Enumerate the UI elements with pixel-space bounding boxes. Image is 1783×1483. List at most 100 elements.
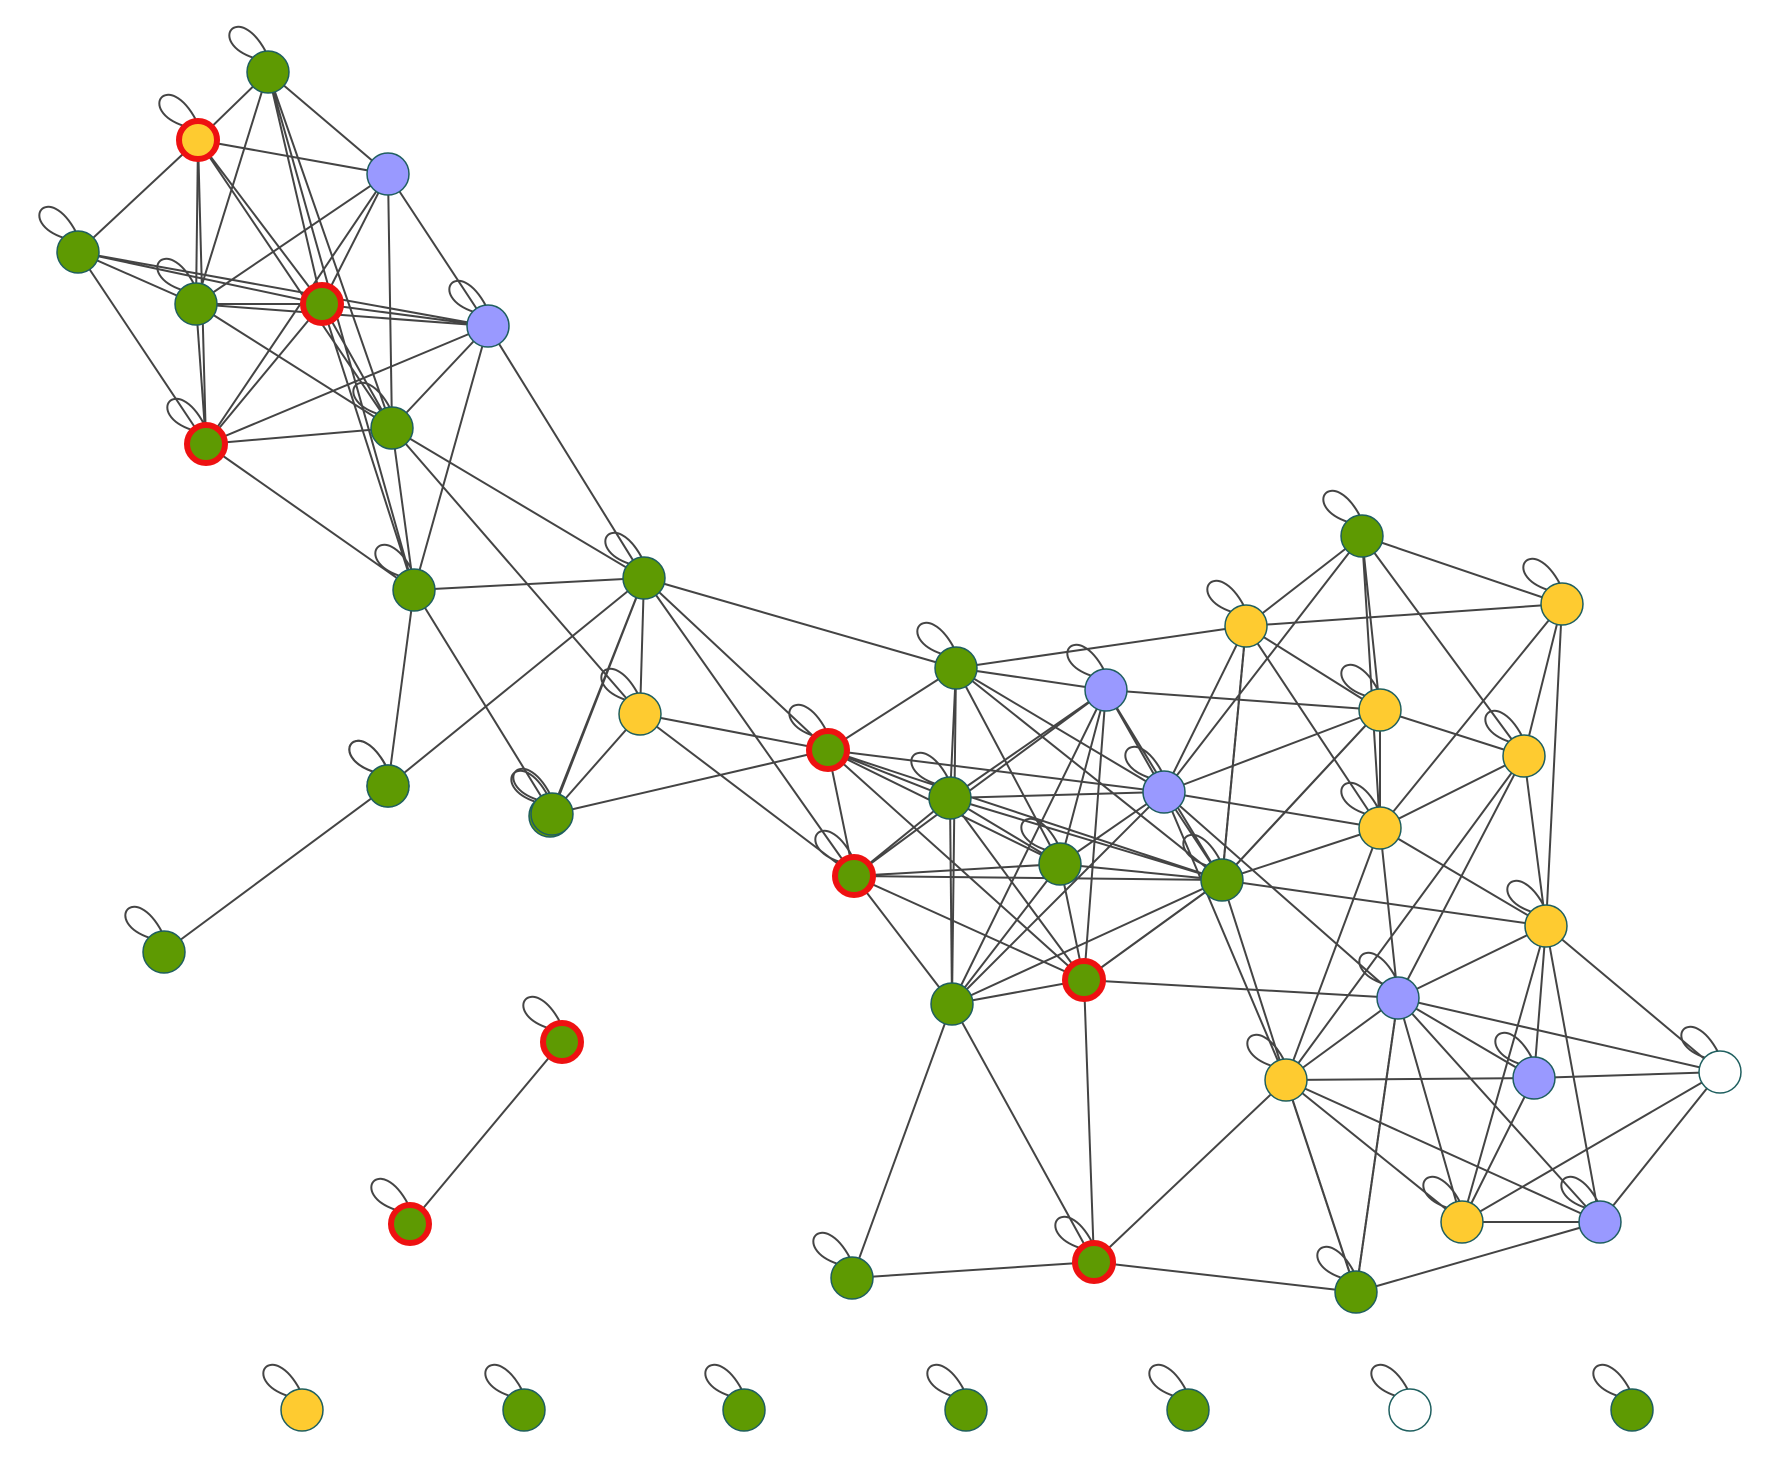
- graph-node-n7[interactable]: [466, 304, 510, 348]
- graph-node-n33[interactable]: [1502, 734, 1546, 778]
- graph-edge: [321, 303, 415, 591]
- graph-node-n27[interactable]: [1334, 1270, 1378, 1314]
- graph-edge: [205, 325, 489, 445]
- graph-node-n37[interactable]: [1512, 1056, 1556, 1100]
- graph-node-n29[interactable]: [1340, 514, 1384, 558]
- graph-edge: [1163, 791, 1381, 829]
- graph-node-n15[interactable]: [934, 646, 978, 690]
- graph-node-i4[interactable]: [944, 1388, 988, 1432]
- graph-node-n20[interactable]: [1038, 842, 1082, 886]
- self-loop-edge: [1066, 643, 1105, 677]
- graph-node-n10[interactable]: [392, 568, 436, 612]
- graph-node-i6[interactable]: [1388, 1388, 1432, 1432]
- graph-node-n38[interactable]: [1698, 1050, 1742, 1094]
- graph-node-n24[interactable]: [830, 1256, 874, 1300]
- graph-node-n8[interactable]: [184, 422, 228, 466]
- graph-node-n28[interactable]: [1224, 604, 1268, 648]
- graph-edge: [1599, 1071, 1721, 1223]
- self-loop-edge: [348, 739, 387, 773]
- graph-node-n30[interactable]: [1358, 688, 1402, 732]
- graph-node-n11[interactable]: [622, 556, 666, 600]
- graph-edge: [951, 689, 1107, 1005]
- graph-edge: [951, 979, 1085, 1005]
- self-loop-edge: [1246, 1033, 1285, 1067]
- graph-node-i7[interactable]: [1610, 1388, 1654, 1432]
- graph-node-n17[interactable]: [832, 854, 876, 898]
- graph-edge: [1379, 755, 1525, 829]
- graph-node-n26[interactable]: [1062, 958, 1106, 1002]
- graph-node-i1[interactable]: [280, 1388, 324, 1432]
- self-loop-edge: [1592, 1363, 1631, 1397]
- self-loop-edge: [1182, 833, 1221, 867]
- graph-edge: [853, 875, 1085, 981]
- graph-edge: [1397, 755, 1525, 999]
- graph-edge: [949, 797, 953, 1005]
- graph-edge: [267, 71, 323, 305]
- graph-node-n34[interactable]: [1524, 904, 1568, 948]
- self-loop-edge: [1370, 1363, 1409, 1397]
- graph-node-n39[interactable]: [1440, 1200, 1484, 1244]
- graph-edge: [413, 325, 489, 591]
- graph-edge: [1221, 625, 1247, 881]
- graph-edge: [413, 577, 645, 591]
- graph-node-n6[interactable]: [300, 282, 344, 326]
- graph-node-n35[interactable]: [1376, 976, 1420, 1020]
- graph-node-n32[interactable]: [1540, 582, 1584, 626]
- graph-node-i3[interactable]: [722, 1388, 766, 1432]
- graph-edge: [77, 251, 489, 327]
- graph-node-n18[interactable]: [928, 776, 972, 820]
- self-loop-edge: [1522, 557, 1561, 591]
- self-loop-edge: [1680, 1025, 1719, 1059]
- graph-node-i2[interactable]: [502, 1388, 546, 1432]
- graph-edge: [1093, 1261, 1357, 1293]
- graph-edge: [205, 173, 389, 445]
- graph-edge: [955, 667, 1223, 881]
- self-loop-edge: [374, 543, 413, 577]
- graph-edge: [955, 667, 1061, 865]
- graph-edge: [195, 303, 393, 429]
- graph-node-n43[interactable]: [530, 792, 574, 836]
- graph-edge: [387, 577, 645, 787]
- graph-node-n3[interactable]: [366, 152, 410, 196]
- graph-node-n1[interactable]: [246, 50, 290, 94]
- self-loop-edge: [1560, 1175, 1599, 1209]
- self-loop-edge: [158, 93, 197, 127]
- graph-edge: [197, 139, 323, 305]
- self-loop-edge: [926, 1363, 965, 1397]
- graph-edge: [1245, 603, 1563, 627]
- graph-node-n21[interactable]: [1200, 858, 1244, 902]
- self-loop-edge: [1506, 879, 1545, 913]
- graph-edge: [1461, 1077, 1535, 1223]
- graph-node-n12[interactable]: [618, 692, 662, 736]
- graph-node-n44[interactable]: [540, 1020, 584, 1064]
- graph-node-n16[interactable]: [806, 728, 850, 772]
- graph-edge: [1285, 1079, 1601, 1223]
- graph-node-n45[interactable]: [388, 1202, 432, 1246]
- self-loop-edge: [1340, 781, 1379, 815]
- graph-node-n31[interactable]: [1358, 806, 1402, 850]
- self-loop-edge: [1322, 489, 1361, 523]
- graph-node-n2[interactable]: [176, 118, 220, 162]
- graph-node-n9[interactable]: [370, 406, 414, 450]
- graph-node-n40[interactable]: [1578, 1200, 1622, 1244]
- graph-edge: [853, 689, 1107, 877]
- graph-node-n22[interactable]: [1142, 770, 1186, 814]
- graph-node-n19[interactable]: [1084, 668, 1128, 712]
- self-loop-edge: [910, 751, 949, 785]
- graph-node-n5[interactable]: [174, 282, 218, 326]
- graph-node-n4[interactable]: [56, 230, 100, 274]
- graph-edge: [391, 427, 415, 591]
- graph-node-n23[interactable]: [930, 982, 974, 1026]
- graph-edge: [551, 577, 645, 815]
- graph-node-n42[interactable]: [366, 764, 410, 808]
- graph-edge: [643, 577, 957, 669]
- graph-node-n25[interactable]: [1072, 1240, 1116, 1284]
- graph-node-n36[interactable]: [1264, 1058, 1308, 1102]
- self-loop-edge: [1206, 579, 1245, 613]
- graph-node-i5[interactable]: [1166, 1388, 1210, 1432]
- graph-edge: [391, 325, 489, 429]
- self-loop-edge: [166, 397, 205, 431]
- graph-node-n41[interactable]: [142, 930, 186, 974]
- graph-edge: [639, 577, 645, 715]
- graph-edge: [1379, 603, 1563, 829]
